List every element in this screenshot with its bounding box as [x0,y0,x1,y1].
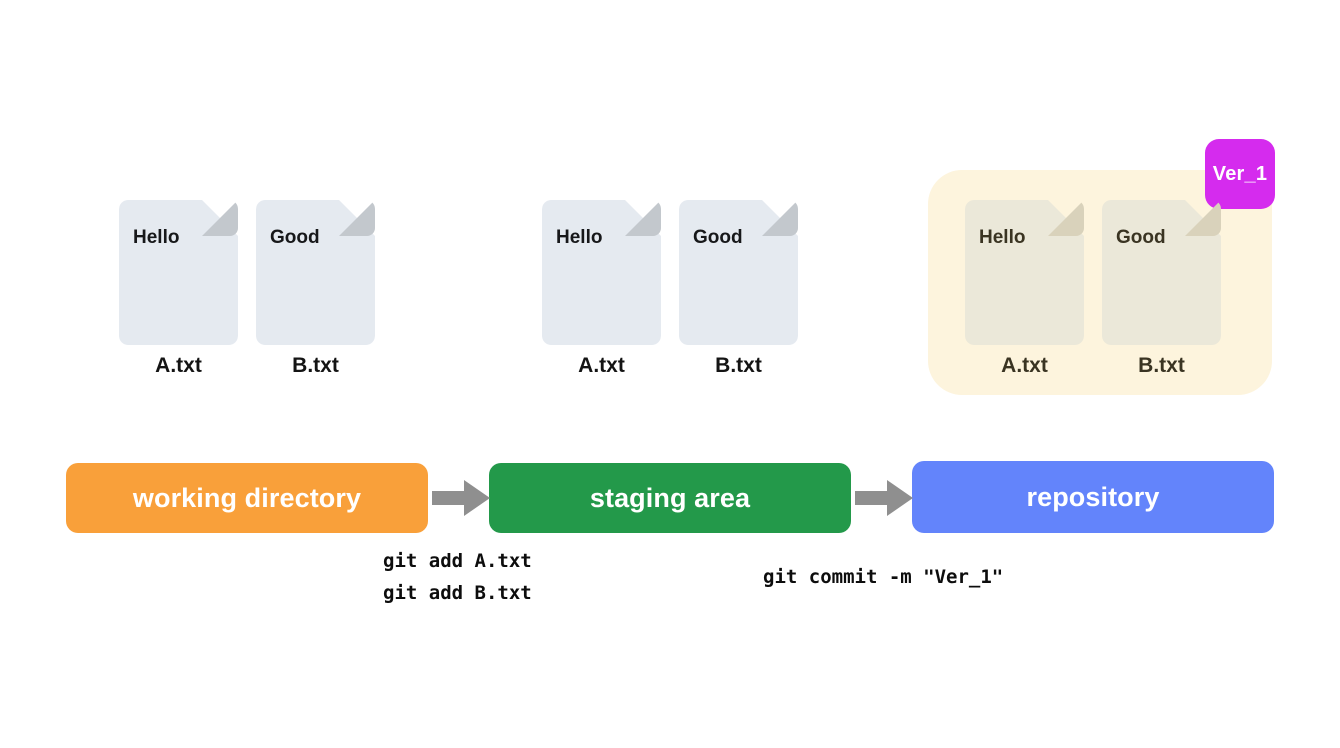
file-content-text: Hello [979,227,1026,248]
file-content-text: Hello [556,227,603,248]
file-group-repository: Hello A.txt Good B.txt [965,200,1221,376]
arrow-right-icon [432,478,490,518]
stage-box-repository: repository [912,461,1274,533]
file-item: Hello A.txt [542,200,661,376]
file-content-text: Good [693,227,743,248]
file-name-label: A.txt [1001,354,1048,377]
page-fold-icon [762,200,798,236]
page-fold-icon [202,200,238,236]
file-group-staging: Hello A.txt Good B.txt [542,200,798,376]
version-badge: Ver_1 [1205,139,1275,209]
page-fold-icon [339,200,375,236]
file-group-working: Hello A.txt Good B.txt [119,200,375,376]
page-fold-icon [625,200,661,236]
file-card-icon: Good [256,200,375,345]
page-fold-icon [1185,200,1221,236]
file-card-icon: Hello [965,200,1084,345]
file-name-label: B.txt [715,354,762,377]
file-name-label: A.txt [155,354,202,377]
stage-box-working-directory: working directory [66,463,428,533]
command-git-add: git add A.txt git add B.txt [383,550,532,604]
command-git-commit: git commit -m "Ver_1" [763,566,1004,588]
file-card-icon: Hello [119,200,238,345]
file-content-text: Good [270,227,320,248]
arrow-right-icon [855,478,913,518]
file-card-icon: Good [679,200,798,345]
file-item: Good B.txt [1102,200,1221,376]
file-name-label: A.txt [578,354,625,377]
page-fold-icon [1048,200,1084,236]
file-name-label: B.txt [292,354,339,377]
file-name-label: B.txt [1138,354,1185,377]
file-item: Hello A.txt [119,200,238,376]
file-content-text: Good [1116,227,1166,248]
file-card-icon: Hello [542,200,661,345]
file-item: Hello A.txt [965,200,1084,376]
file-card-icon: Good [1102,200,1221,345]
file-item: Good B.txt [256,200,375,376]
stage-box-staging-area: staging area [489,463,851,533]
file-content-text: Hello [133,227,180,248]
file-item: Good B.txt [679,200,798,376]
